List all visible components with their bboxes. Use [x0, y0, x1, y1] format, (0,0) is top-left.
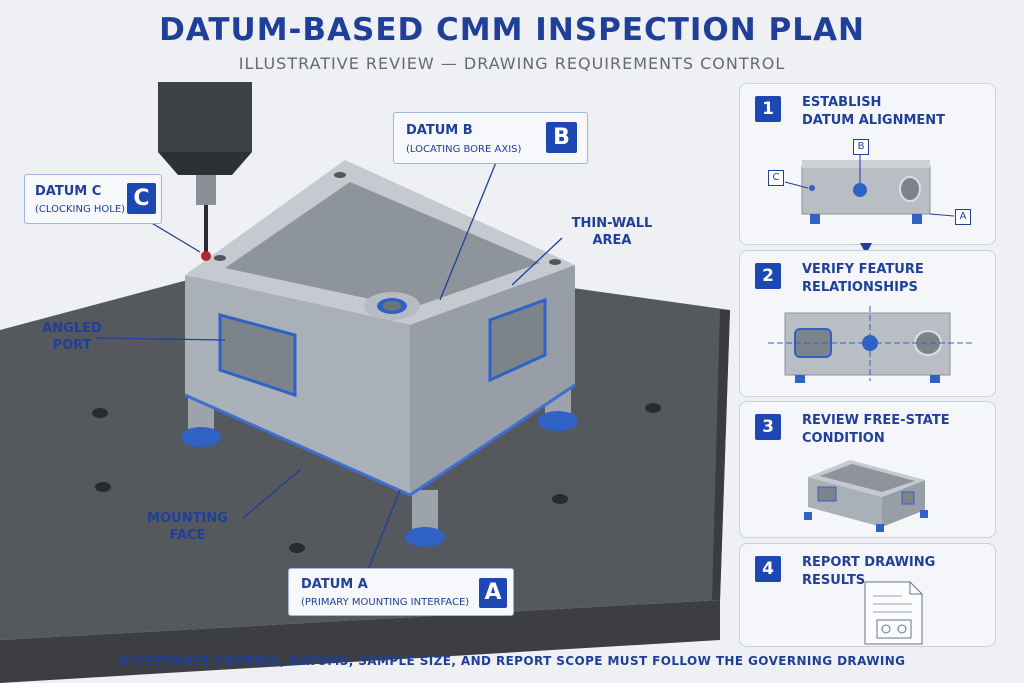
step-1-line1: ESTABLISH: [802, 95, 882, 110]
datum-a-subtitle: (PRIMARY MOUNTING INTERFACE): [301, 597, 470, 608]
step-4-line2: RESULTS: [802, 573, 866, 588]
datum-a-title: DATUM A: [301, 577, 368, 592]
step-3-line2: CONDITION: [802, 431, 885, 446]
angled-port-label: ANGLED PORT: [32, 320, 112, 354]
datum-c-title: DATUM C: [35, 184, 102, 199]
thin-wall-label: THIN-WALL AREA: [567, 215, 657, 249]
step-2-card: 2 VERIFY FEATURE RELATIONSHIPS: [739, 250, 996, 397]
plate-holes: [92, 403, 661, 553]
step-1-card: 1 ESTABLISH DATUM ALIGNMENT C B A: [739, 83, 996, 245]
page-subtitle: ILLUSTRATIVE REVIEW — DRAWING REQUIREMEN…: [238, 54, 786, 73]
granite-plate-side: [712, 310, 730, 600]
step-4-number: 4: [755, 556, 781, 582]
step-3-line1: REVIEW FREE-STATE: [802, 413, 950, 428]
step-2-line2: RELATIONSHIPS: [802, 280, 918, 295]
step-1-label-c: C: [768, 170, 784, 186]
step-1-label-b: B: [853, 139, 869, 155]
page-title: DATUM-BASED CMM INSPECTION PLAN: [159, 12, 865, 48]
step-3-number: 3: [755, 414, 781, 440]
step-4-card: 4 REPORT DRAWING RESULTS: [739, 543, 996, 647]
step-1-title: ESTABLISH DATUM ALIGNMENT: [802, 94, 987, 130]
datum-c-callout: DATUM C (CLOCKING HOLE) C: [24, 174, 162, 224]
angled-port-line1: ANGLED: [42, 321, 102, 336]
datum-a-callout: DATUM A (PRIMARY MOUNTING INTERFACE) A: [288, 568, 514, 616]
datum-b-subtitle: (LOCATING BORE AXIS): [406, 144, 522, 155]
mounting-face-label: MOUNTING FACE: [147, 511, 228, 543]
step-3-title: REVIEW FREE-STATE CONDITION: [802, 412, 987, 448]
thin-wall-line1: THIN-WALL: [571, 216, 653, 231]
step-3-diagram: [804, 460, 928, 532]
step-1-line2: DATUM ALIGNMENT: [802, 113, 946, 128]
step-1-diagram: [784, 152, 955, 224]
step-2-title: VERIFY FEATURE RELATIONSHIPS: [802, 261, 987, 297]
datum-a-badge: A: [479, 578, 507, 608]
cmm-probe: [158, 82, 252, 261]
granite-plate-front: [0, 600, 720, 683]
housing-part: [184, 160, 576, 497]
step-2-line1: VERIFY FEATURE: [802, 262, 924, 277]
step-4-line1: REPORT DRAWING: [802, 555, 936, 570]
step-1-label-a: A: [955, 209, 971, 225]
datum-c-badge: C: [127, 183, 156, 214]
leader-lines: [95, 159, 563, 571]
datum-c-subtitle: (CLOCKING HOLE): [35, 204, 126, 215]
footer-note: ACCEPTANCE CRITERIA, DATUMS, SAMPLE SIZE…: [118, 654, 906, 668]
datum-b-title: DATUM B: [406, 123, 473, 138]
step-1-number: 1: [755, 96, 781, 122]
step-2-number: 2: [755, 263, 781, 289]
thin-wall-line2: AREA: [592, 233, 632, 248]
datum-b-badge: B: [546, 122, 577, 153]
step-2-diagram: [768, 306, 972, 383]
report-document-icon: [864, 581, 923, 645]
step-4-title: REPORT DRAWING RESULTS: [802, 554, 987, 590]
angled-port-line2: PORT: [52, 338, 92, 353]
step-3-card: 3 REVIEW FREE-STATE CONDITION: [739, 401, 996, 538]
datum-b-callout: DATUM B (LOCATING BORE AXIS) B: [393, 112, 588, 164]
